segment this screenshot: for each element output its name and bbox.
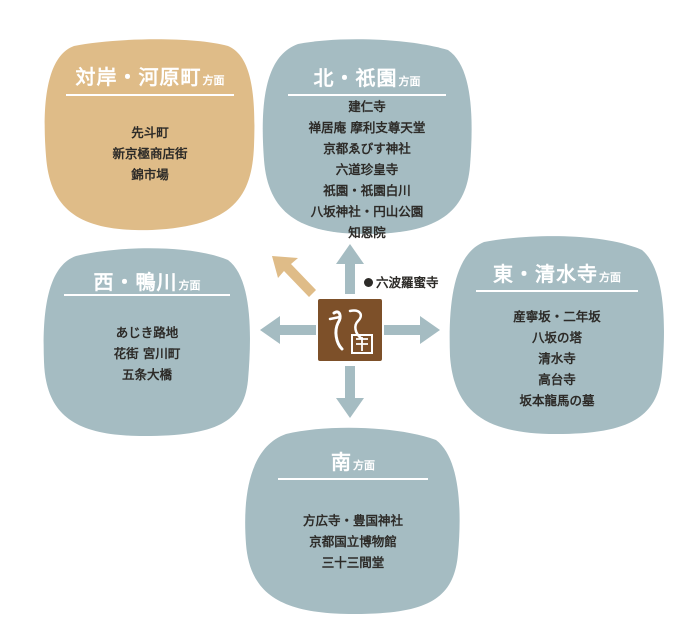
- area-north-title: 北・祇園方面: [258, 62, 476, 91]
- area-north: 北・祇園方面 建仁寺 禅居庵 摩利支尊天堂 京都ゑびす神社 六道珍皇寺 祇園・祇…: [258, 36, 476, 240]
- list-item: 花街 宮川町: [113, 346, 181, 361]
- list-item: 禅居庵 摩利支尊天堂: [308, 120, 426, 135]
- area-northwest-suffix: 方面: [202, 74, 225, 87]
- dot-marker-icon: [364, 278, 373, 287]
- area-northwest: 対岸・河原町方面 先斗町 新京極商店街 錦市場: [42, 36, 258, 232]
- logo-seal-icon: [318, 299, 382, 361]
- area-east-suffix: 方面: [599, 271, 621, 284]
- list-item: 建仁寺: [348, 99, 386, 114]
- landmark-text: 六波羅蜜寺: [376, 275, 439, 290]
- list-item: 三十三間堂: [321, 555, 385, 570]
- list-item: 知恩院: [348, 225, 386, 240]
- arrow-right-icon: [384, 316, 440, 344]
- list-item: 八坂の塔: [531, 330, 582, 345]
- area-east: 東・清水寺方面 産寧坂・二年坂 八坂の塔 清水寺 高台寺 坂本龍馬の墓: [446, 232, 668, 436]
- area-east-rule: [476, 290, 638, 292]
- area-east-title-text: 東・清水寺: [493, 262, 598, 286]
- list-item: 方広寺・豊国神社: [302, 513, 403, 528]
- list-item: 清水寺: [538, 351, 576, 366]
- area-south-title-text: 南: [331, 450, 352, 474]
- area-northwest-blob: [42, 36, 258, 232]
- list-item: 新京極商店街: [112, 146, 188, 161]
- area-south-list: 方広寺・豊国神社 京都国立博物館 三十三間堂: [242, 510, 464, 573]
- area-northwest-title: 対岸・河原町方面: [42, 61, 258, 90]
- list-item: 産寧坂・二年坂: [513, 309, 601, 324]
- list-item: 六道珍皇寺: [335, 162, 399, 177]
- area-north-blob: [258, 36, 476, 236]
- area-north-list: 建仁寺 禅居庵 摩利支尊天堂 京都ゑびす神社 六道珍皇寺 祇園・祇園白川 八坂神…: [258, 96, 476, 243]
- list-item: 先斗町: [131, 125, 169, 140]
- list-item: 祇園・祇園白川: [323, 183, 411, 198]
- area-northwest-title-text: 対岸・河原町: [75, 65, 202, 89]
- area-north-rule: [288, 94, 446, 96]
- arrow-up-left-icon: [272, 256, 316, 297]
- area-west-rule: [64, 294, 230, 296]
- arrow-down-icon: [336, 366, 364, 418]
- area-west-suffix: 方面: [178, 279, 201, 292]
- area-south-suffix: 方面: [353, 459, 375, 472]
- area-south-blob: [242, 424, 464, 616]
- area-northwest-list: 先斗町 新京極商店街 錦市場: [42, 122, 258, 185]
- area-west: 西・鴨川方面 あじき路地 花街 宮川町 五条大橋: [40, 244, 254, 438]
- list-item: 京都ゑびす神社: [323, 141, 411, 156]
- list-item: 錦市場: [131, 167, 169, 182]
- area-west-title: 西・鴨川方面: [40, 266, 254, 295]
- arrow-left-icon: [260, 316, 316, 344]
- area-south-title: 南方面: [242, 446, 464, 475]
- area-east-blob: [446, 232, 668, 436]
- area-west-title-text: 西・鴨川: [93, 270, 178, 294]
- list-item: 八坂神社・円山公園: [310, 204, 424, 219]
- area-northwest-rule: [66, 94, 234, 96]
- landmark-label: 六波羅蜜寺: [364, 272, 439, 291]
- area-north-suffix: 方面: [398, 75, 421, 88]
- area-south-rule: [278, 478, 428, 480]
- list-item: 京都国立博物館: [309, 534, 397, 549]
- area-north-title-text: 北・祇園: [313, 66, 398, 90]
- area-east-list: 産寧坂・二年坂 八坂の塔 清水寺 高台寺 坂本龍馬の墓: [446, 306, 668, 411]
- list-item: 高台寺: [538, 372, 576, 387]
- list-item: 坂本龍馬の墓: [519, 393, 595, 408]
- area-south: 南方面 方広寺・豊国神社 京都国立博物館 三十三間堂: [242, 424, 464, 616]
- area-west-list: あじき路地 花街 宮川町 五条大橋: [40, 322, 254, 385]
- arrow-up-icon: [336, 244, 364, 294]
- list-item: あじき路地: [115, 325, 179, 340]
- area-east-title: 東・清水寺方面: [446, 258, 668, 287]
- list-item: 五条大橋: [121, 367, 172, 382]
